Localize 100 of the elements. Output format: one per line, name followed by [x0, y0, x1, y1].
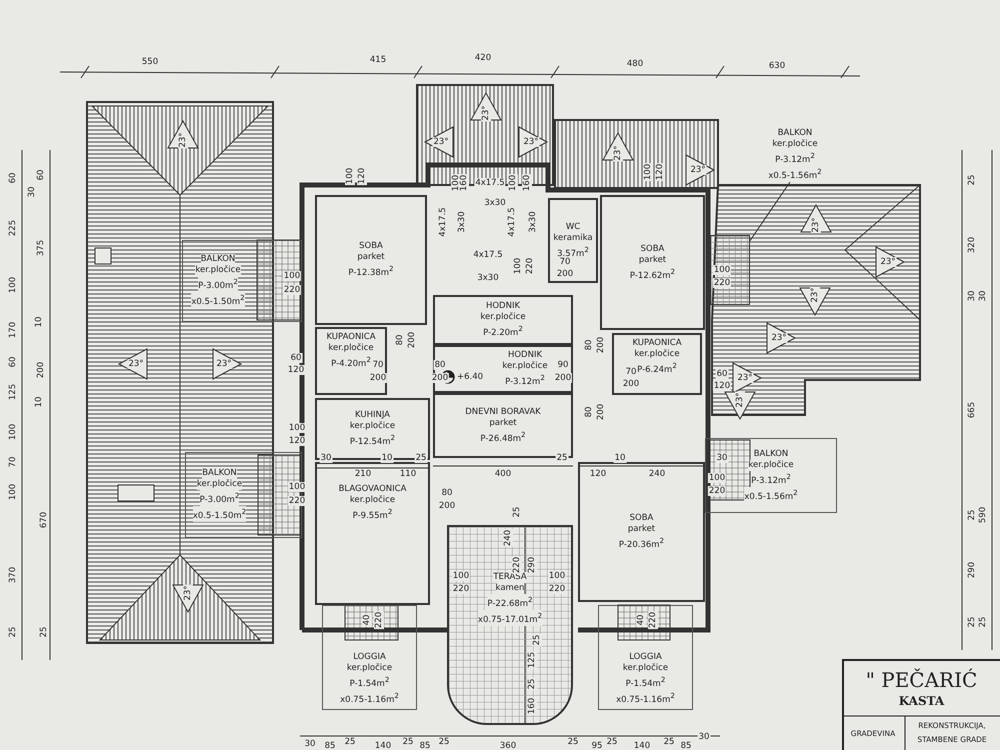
dimension-value: 25 — [414, 453, 428, 463]
door-size: 100 — [548, 571, 566, 581]
dimension-value: 25 — [967, 508, 977, 522]
dimension-value: 140 — [374, 741, 392, 750]
room-name: BALKON — [202, 468, 237, 480]
dimension-value: 665 — [967, 400, 977, 420]
dimension-value: 480 — [626, 59, 644, 69]
room-name: DNEVNI BORAVAK — [465, 406, 541, 418]
dimension-value: 290 — [527, 556, 537, 574]
dimension-value: 225 — [8, 218, 18, 238]
door-size: 160 — [459, 174, 469, 192]
door-size: 120 — [286, 365, 306, 375]
dimension-value: 25 — [967, 616, 977, 628]
stair-size: 3x30 — [457, 210, 467, 234]
dimension-value: 10 — [34, 396, 44, 408]
dimension-value: 10 — [614, 453, 626, 463]
door-size: 100 — [708, 473, 726, 483]
room-note: ker.pločice — [350, 421, 396, 432]
dimension-value: 25 — [39, 626, 49, 638]
room-note: x0.5-1.50m$^{2}$ — [191, 292, 245, 308]
dimension-value: 10 — [34, 316, 44, 328]
dimension-value: 25 — [662, 737, 676, 747]
leader-line — [750, 182, 790, 242]
level-value: +6.40 — [456, 372, 484, 382]
dimension-value: 370 — [8, 566, 18, 584]
door-size: 80 — [395, 334, 405, 346]
room-note: ker.pločice — [346, 663, 392, 674]
room-note: 3.57m$^{2}$ — [557, 244, 589, 258]
door-size: 80 — [584, 338, 594, 352]
dimension-value: 320 — [967, 236, 977, 254]
dimension-value: 30 — [698, 732, 710, 742]
door-size: 100 — [508, 174, 518, 192]
dimension-value: 95 — [590, 741, 604, 750]
dimension-value: 100 — [8, 422, 18, 442]
slope-label: 23° — [736, 373, 754, 383]
room-note: parket — [628, 524, 656, 536]
room-outline — [548, 198, 598, 283]
room-outline — [578, 462, 705, 602]
door-size: 40 — [636, 614, 646, 626]
terrace-outline — [447, 525, 573, 725]
room-note: P-1.54m$^{2}$ — [626, 674, 666, 690]
dimension-value: 30 — [716, 453, 728, 463]
door-size: 70 — [624, 367, 638, 377]
room-note: P-12.62m$^{2}$ — [630, 266, 676, 282]
room-note: P-3.12m$^{2}$ — [751, 470, 791, 486]
stair-size: 3x30 — [483, 198, 507, 208]
room-note: ker.pločice — [328, 343, 374, 354]
door-size: 80 — [584, 406, 594, 418]
dimension-value: 415 — [368, 55, 388, 65]
room-name: LOGGIA — [353, 652, 386, 663]
room-outline — [600, 195, 705, 330]
door-size: 40 — [362, 614, 372, 626]
door-size: 200 — [622, 379, 640, 389]
dimension-value: 290 — [967, 560, 977, 580]
door-size: 220 — [374, 610, 384, 630]
door-size: 220 — [452, 584, 470, 594]
room-note: ker.pločice — [195, 265, 241, 276]
room-note: P-4.20m$^{2}$ — [331, 354, 371, 370]
room-note: parket — [357, 252, 385, 264]
dimension-value: 25 — [556, 453, 568, 463]
owner-name: " PEČARIĆ — [866, 667, 978, 693]
room-note: P-2.20m$^{2}$ — [483, 323, 523, 339]
room-name: SOBA — [359, 241, 383, 252]
slope-label: 23° — [178, 131, 188, 149]
room-note: x0.75-1.16m$^{2}$ — [616, 690, 675, 706]
door-size: 100 — [345, 166, 355, 186]
room-note: parket — [489, 418, 517, 429]
room-note: P-12.38m$^{2}$ — [348, 263, 394, 279]
door-size: 200 — [556, 269, 574, 279]
room-note: ker.pločice — [748, 460, 794, 471]
dimension-value: 30 — [27, 186, 37, 198]
room-outline — [433, 345, 573, 393]
room-note: ker.pločice — [634, 349, 680, 360]
door-size: 220 — [288, 496, 306, 506]
dimension-value: 400 — [494, 469, 512, 479]
room-name: KUPAONICA — [632, 338, 682, 349]
door-size: 200 — [430, 373, 450, 383]
door-size: 100 — [282, 271, 302, 281]
dimension-value: 100 — [8, 276, 18, 294]
room-outline — [612, 333, 702, 395]
dimension-value: 70 — [8, 456, 18, 468]
dimension-value: 25 — [512, 506, 522, 518]
door-size: 120 — [357, 166, 367, 186]
door-size: 220 — [282, 285, 302, 295]
room-note: P-9.55m$^{2}$ — [352, 506, 392, 522]
dimension-value: 25 — [967, 174, 977, 186]
stair-size: 4x17.5 — [472, 250, 504, 260]
dimension-value: 25 — [532, 634, 542, 646]
door-size: 220 — [525, 256, 535, 276]
dimension-value: 25 — [8, 626, 18, 638]
door-size: 70 — [372, 360, 384, 370]
door-size: 200 — [596, 402, 606, 422]
slope-label: 23° — [770, 333, 788, 343]
door-size: 70 — [558, 257, 572, 267]
dimension-value: 100 — [8, 482, 18, 502]
dimension-value: 25 — [606, 737, 618, 747]
door-size: 220 — [648, 610, 658, 630]
door-size: 220 — [548, 584, 566, 594]
stair-size: 4x17.5 — [507, 206, 517, 238]
slope-label: 23° — [879, 257, 897, 267]
